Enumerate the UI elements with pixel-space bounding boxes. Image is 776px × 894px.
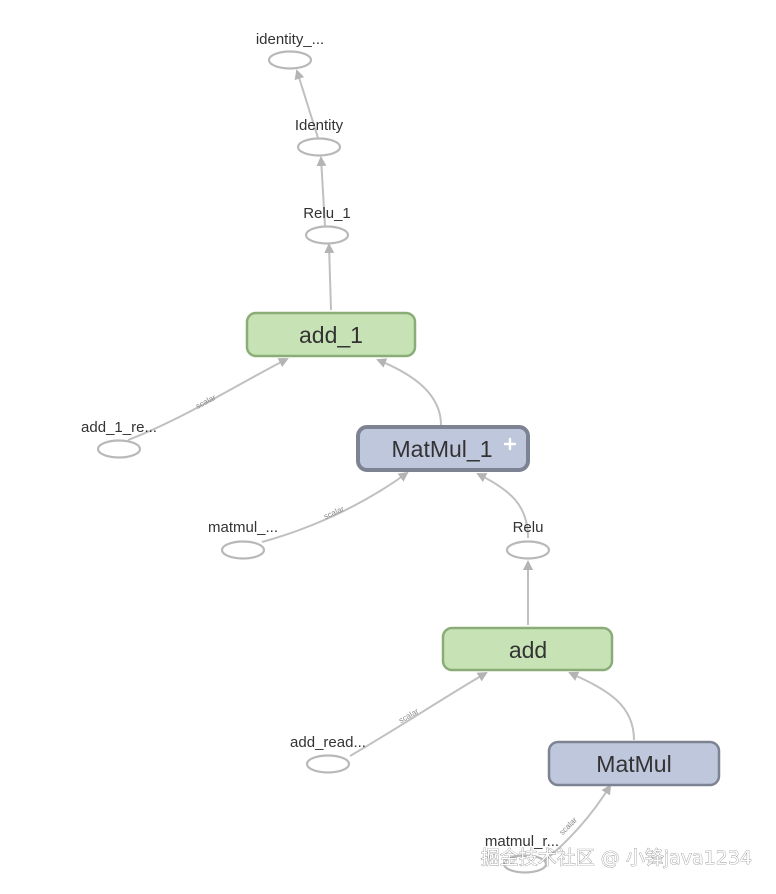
- node-ellipse: [304, 225, 350, 245]
- node-label: identity_...: [256, 31, 324, 48]
- node-identity-out[interactable]: identity_...: [256, 31, 324, 70]
- node-ellipse: [96, 439, 142, 459]
- node-relu[interactable]: Relu: [505, 519, 551, 560]
- edge-label-scalar-add: scalar: [397, 706, 420, 725]
- node-matmul[interactable]: MatMul: [547, 740, 721, 787]
- node-label: Identity: [295, 117, 344, 134]
- node-box: [441, 626, 614, 672]
- node-label: add: [509, 637, 547, 663]
- node-identity[interactable]: Identity: [295, 117, 344, 157]
- edge-matmul1-to-add1: [376, 358, 442, 426]
- node-ellipse: [296, 137, 342, 157]
- node-add-read[interactable]: add_read...: [290, 734, 366, 774]
- node-ellipse: [305, 754, 351, 774]
- node-box: [245, 311, 417, 358]
- watermark: 掘金技术社区 @ 小锋java1234: [481, 847, 752, 869]
- node-label: add_1: [299, 322, 363, 348]
- edge-relu1-to-identity: [316, 156, 327, 227]
- edge-matmulread-to-matmul1: [261, 471, 409, 543]
- node-label: add_read...: [290, 734, 366, 751]
- node-matmul-read[interactable]: matmul_...: [208, 519, 278, 560]
- edge-label-scalar-matmul: scalar: [558, 815, 580, 837]
- node-label: MatMul: [596, 751, 671, 777]
- edge-addread-to-add: [349, 671, 488, 757]
- node-add[interactable]: add: [441, 626, 614, 672]
- node-matmul-1[interactable]: MatMul_1: [356, 425, 530, 472]
- edge-matmul-to-add: [568, 671, 635, 741]
- node-relu-1[interactable]: Relu_1: [303, 205, 351, 245]
- edge-label-scalar-add1: scalar: [194, 393, 217, 411]
- node-label: matmul_r...: [485, 833, 559, 850]
- node-label: Relu_1: [303, 205, 351, 222]
- edge-label-scalar-matmul1: scalar: [322, 504, 345, 521]
- plus-icon[interactable]: [503, 437, 517, 451]
- edges: [127, 69, 635, 863]
- edge-add1-to-relu1: [324, 243, 335, 311]
- node-box: [547, 740, 721, 787]
- edge-matmulr-to-matmul: [542, 784, 612, 863]
- node-ellipse: [267, 50, 313, 70]
- node-ellipse: [502, 854, 548, 874]
- edge-relu-to-matmul1: [476, 473, 529, 539]
- node-label: matmul_...: [208, 519, 278, 536]
- node-ellipse: [220, 540, 266, 560]
- edge-add1read-to-add1: [127, 358, 289, 441]
- edge-identity-to-identity-out: [294, 69, 319, 139]
- node-label: add_1_re...: [81, 419, 157, 436]
- node-box: [356, 425, 530, 472]
- node-matmul-r[interactable]: matmul_r...: [485, 833, 559, 874]
- node-ellipse: [505, 540, 551, 560]
- node-add-1-read[interactable]: add_1_re...: [81, 419, 157, 459]
- node-add-1[interactable]: add_1: [245, 311, 417, 358]
- node-label: MatMul_1: [392, 436, 493, 462]
- node-label: Relu: [513, 519, 544, 536]
